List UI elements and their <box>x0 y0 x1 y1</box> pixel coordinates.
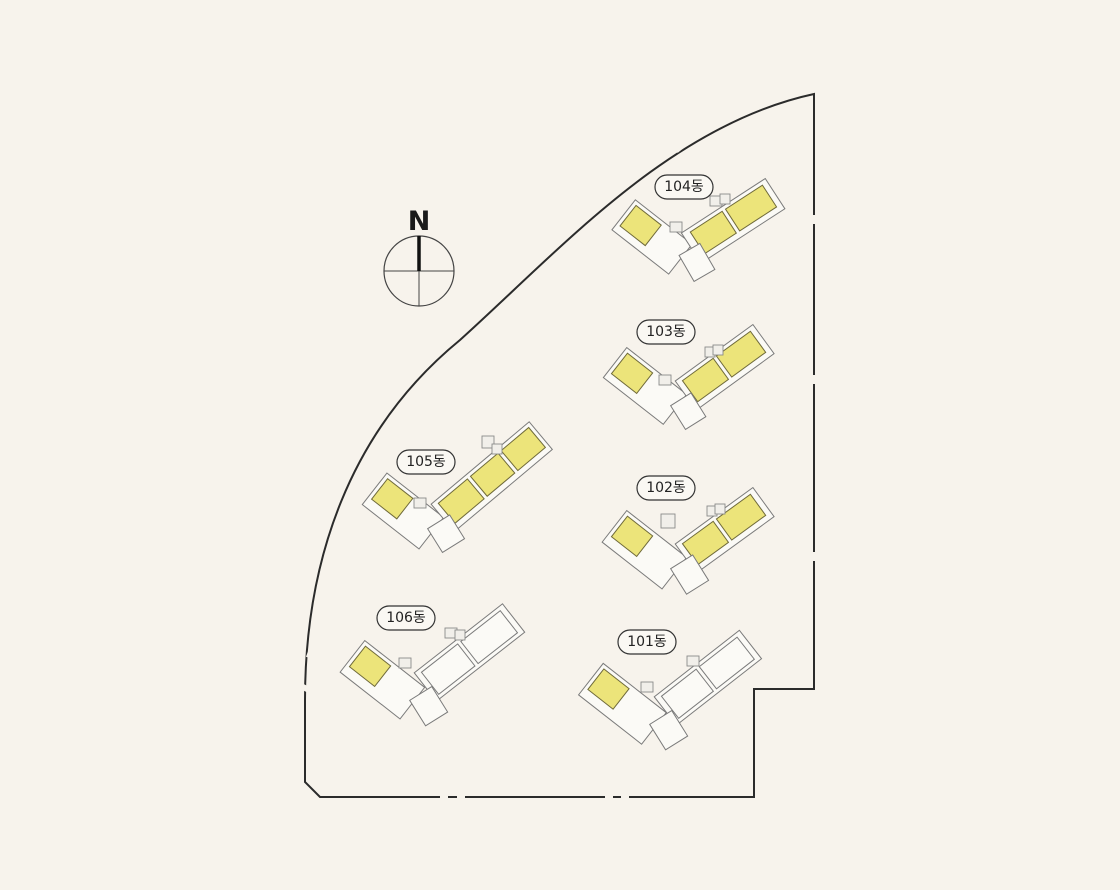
unit-highlight <box>610 515 654 558</box>
building-label: 102동 <box>646 480 686 496</box>
building-label: 105동 <box>406 454 446 470</box>
unit-highlight <box>689 210 738 255</box>
building-106[interactable]: 106동 <box>339 603 526 727</box>
compass: N <box>383 206 455 307</box>
compass-north-label: N <box>408 206 431 237</box>
unit-highlight <box>587 668 630 710</box>
unit-highlight <box>681 520 730 566</box>
building-label: 101동 <box>627 634 667 650</box>
boundary-gaps <box>299 143 817 800</box>
unit-highlight <box>715 493 767 541</box>
unit-highlight <box>469 452 516 497</box>
unit-highlight <box>348 645 392 688</box>
unit-highlight <box>500 426 547 472</box>
unit-highlight <box>370 477 414 520</box>
building-104[interactable]: 104동 <box>611 174 786 283</box>
site-boundary <box>304 92 815 798</box>
unit-highlight <box>715 330 767 378</box>
unit-highlight <box>619 204 662 247</box>
unit-highlight <box>681 357 730 403</box>
building-label: 104동 <box>664 179 704 195</box>
building-102[interactable]: 102동 <box>601 475 775 595</box>
unit-highlight <box>437 478 485 524</box>
building-label: 103동 <box>646 324 686 340</box>
building-103[interactable]: 103동 <box>602 319 775 431</box>
building-101[interactable]: 101동 <box>577 629 763 751</box>
unit-highlight <box>724 184 778 232</box>
building-105[interactable]: 105동 <box>361 421 554 554</box>
unit-highlight <box>610 352 654 395</box>
building-label: 106동 <box>386 610 426 626</box>
